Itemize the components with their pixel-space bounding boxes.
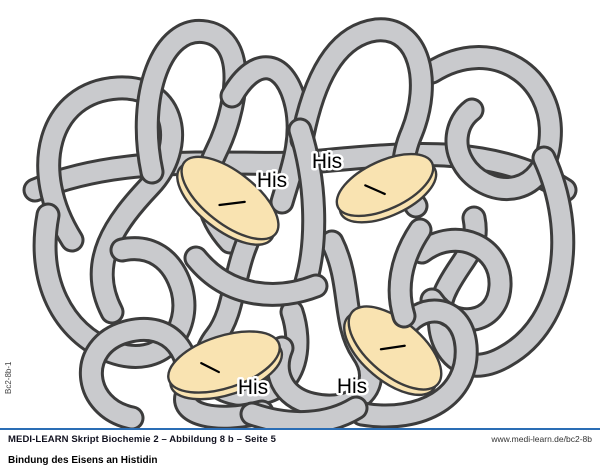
heme-group-upper-left (176, 155, 280, 246)
his-label-upper-left: His (257, 169, 287, 192)
protein-chain-tangle (35, 30, 565, 423)
iron-his-bond (218, 200, 246, 207)
iron-his-bond (364, 184, 386, 196)
heme-disc (167, 330, 281, 394)
protein-illustration: His His His His (0, 0, 600, 428)
heme-disc (335, 152, 435, 218)
figure-code: Bc2-8b-1 (4, 361, 13, 394)
heme-disc (180, 155, 280, 241)
his-label-lower-right: His (337, 375, 367, 398)
figure-footer: MEDI-LEARN Skript Biochemie 2 – Abbildun… (0, 428, 600, 476)
footer-meta-row: MEDI-LEARN Skript Biochemie 2 – Abbildun… (8, 434, 592, 445)
figure-caption: Bindung des Eisens an Histidin (8, 455, 158, 466)
his-label-lower-left: His (238, 376, 268, 399)
iron-his-bond (379, 344, 406, 351)
his-label-upper-right: His (312, 150, 342, 173)
footer-divider (0, 428, 600, 430)
heme-group-upper-right (335, 152, 438, 224)
source-reference: MEDI-LEARN Skript Biochemie 2 – Abbildun… (8, 434, 277, 445)
iron-his-bond (200, 361, 220, 374)
source-url: www.medi-learn.de/bc2-8b (491, 434, 592, 444)
heme-group-lower-right (343, 305, 443, 397)
